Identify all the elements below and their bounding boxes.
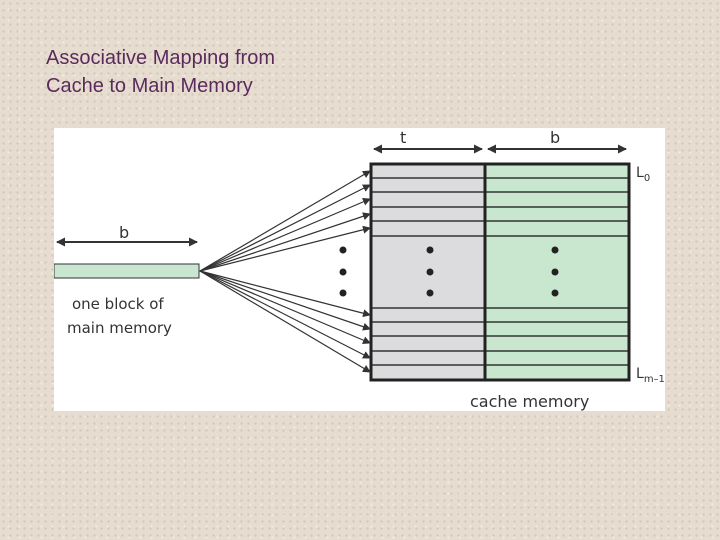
- cache-memory: [339, 162, 631, 382]
- main-memory-block: [54, 263, 200, 279]
- slide-title: Associative Mapping from Cache to Main M…: [46, 44, 386, 100]
- cache-outline: [369, 162, 631, 382]
- slide-title-line-2: Cache to Main Memory: [46, 75, 253, 97]
- cache-memory-caption: cache memory: [470, 392, 589, 411]
- associative-mapping-diagram: t b L0 Lm–1 b one block of main memory: [54, 128, 665, 411]
- cache-rows-top: [371, 177, 629, 237]
- mapping-arrows: [199, 170, 371, 373]
- main-block-caption-line-2: main memory: [67, 319, 172, 337]
- first-line-label: L0: [636, 165, 650, 184]
- ellipsis-dots-icon: [339, 246, 559, 297]
- main-block-caption-line-1: one block of: [72, 295, 164, 313]
- tag-width-label: t: [400, 128, 406, 147]
- block-width-label: b: [550, 128, 560, 147]
- svg-text:Lm–1: Lm–1: [636, 366, 665, 385]
- main-block-width-label: b: [119, 223, 129, 242]
- last-line-label: Lm–1: [636, 366, 665, 385]
- svg-text:L0: L0: [636, 165, 650, 184]
- diagram-canvas: t b L0 Lm–1 b one block of main memory: [54, 128, 665, 411]
- cache-rows-bottom: [371, 307, 629, 366]
- slide-title-line-1: Associative Mapping from: [46, 47, 275, 69]
